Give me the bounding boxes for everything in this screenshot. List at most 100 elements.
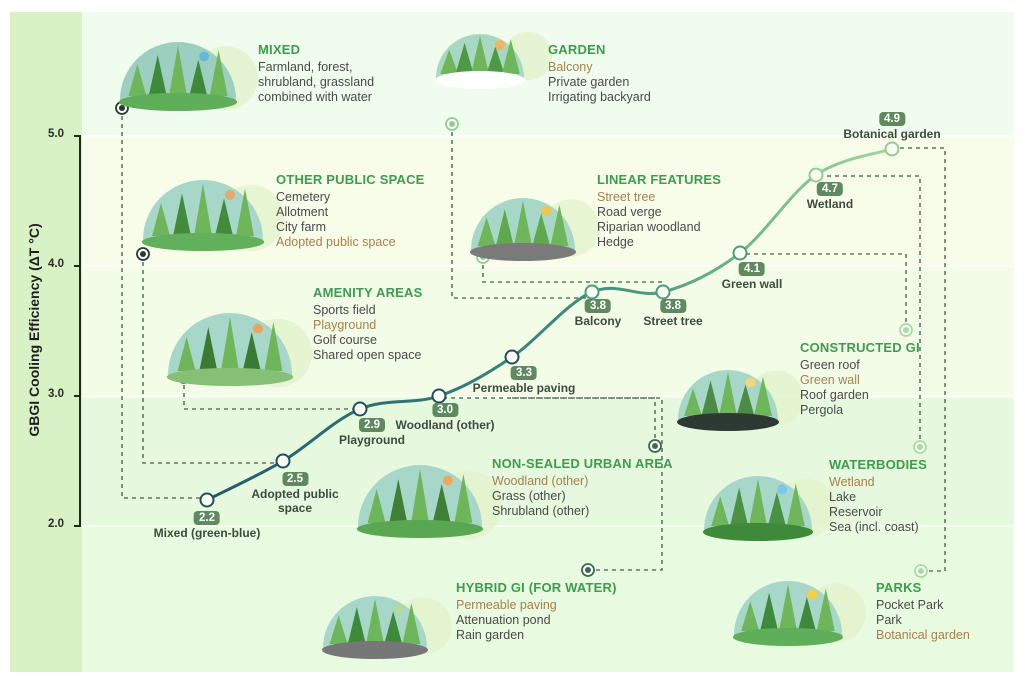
tree-icon [173,193,191,236]
category-item-highlighted: Woodland (other) [492,474,589,488]
tree-icon [215,198,233,236]
category-title: NON-SEALED URBAN AREA [492,456,673,471]
tree-icon [177,336,196,371]
category-item: Park [876,613,902,627]
category-item-highlighted: Wetland [829,475,875,489]
tree-icon [486,46,505,74]
y-axis-band [10,12,82,672]
dotted-connector [121,108,207,499]
series-line [206,147,893,502]
parks-illustration [732,581,866,646]
linear-features-illustration [469,198,600,261]
tree-icon [189,59,208,96]
tree-icon [432,483,451,523]
tree-icon [495,209,514,246]
data-point-marker [275,453,291,469]
category-item-highlighted: Botanical garden [876,628,970,642]
data-point-marker [884,141,900,157]
tree-icon [402,602,421,644]
y-tick-label: 5.0 [48,128,64,140]
category-title: GARDEN [548,42,606,57]
category-item: Grass (other) [492,489,566,503]
tree-icon [786,483,805,526]
amenity-areas-illustration [166,313,313,388]
garden-illustration [435,31,553,89]
category-item: Shrubland (other) [492,504,590,518]
tree-icon [194,183,212,236]
dotted-connector [439,397,656,446]
tree-icon [532,213,551,246]
category-item: Road verge [597,205,662,219]
tree-icon [411,469,429,523]
mixed-illustration [118,42,258,111]
tree-icon [199,326,218,371]
markers [199,141,900,508]
tree-icon [148,54,167,96]
tree-icon [264,322,283,371]
category-item-highlighted: Balcony [548,60,593,74]
category-item: Pocket Park [876,598,944,612]
value-badge: 2.2 [194,511,220,525]
category-item: Rain garden [456,628,525,642]
value-badge: 4.1 [738,262,765,276]
connector-anchor-dot [585,567,591,573]
point-name: Wetland [806,197,854,211]
accent-icon [777,484,788,495]
y-axis [74,135,1014,527]
category-item: Golf course [313,333,377,347]
tree-icon [736,384,755,416]
category-item-highlighted: Green wall [800,373,860,387]
category-item-highlighted: Adopted public space [276,235,396,249]
accent-icon [442,475,453,486]
tree-icon [701,380,720,416]
ground-shape [732,628,844,646]
category-title: PARKS [876,580,922,595]
category-item: Lake [829,490,857,504]
data-point-marker [431,388,447,404]
tree-icon [454,474,473,523]
non-sealed-urban-area-illustration [356,465,503,540]
category-item: Pergola [800,403,844,417]
category-item: City farm [276,220,326,234]
category-non-sealed-urban-area: NON-SEALED URBAN AREA Woodland (other)Gra… [492,456,673,519]
value-badge: 4.9 [878,112,905,126]
dotted-connector [512,397,663,571]
tree-icon [741,601,760,631]
tree-icon [329,615,348,644]
tree-icon [384,611,403,644]
tree-icon [455,42,474,74]
category-title: OTHER PUBLIC SPACE [276,172,425,187]
tree-icon [816,588,835,631]
dotted-connector [142,254,283,464]
accent-icon [807,589,818,600]
connector-anchor-dot [903,327,909,333]
tree-icon [719,372,737,416]
tree-icon [730,487,749,526]
category-item: Cemetery [276,190,331,204]
ground-shape [321,641,429,659]
dotted-connector [451,124,592,299]
category-item: Sports field [313,303,376,317]
category-item: Riparian woodland [597,220,701,234]
y-tick-label: 2.0 [48,518,64,530]
tree-icon [550,204,569,246]
point-name: Balcony [574,314,622,328]
value-badge: 2.9 [358,418,385,432]
data-point-marker [808,167,824,183]
band-3-2 [82,398,1014,526]
connector-anchor-dot [918,568,924,574]
constructed-gi-illustration [677,370,804,431]
value-badge: 3.0 [432,403,458,417]
connector-anchor-dot [917,444,923,450]
category-title: HYBRID GI (FOR WATER) [456,580,617,595]
